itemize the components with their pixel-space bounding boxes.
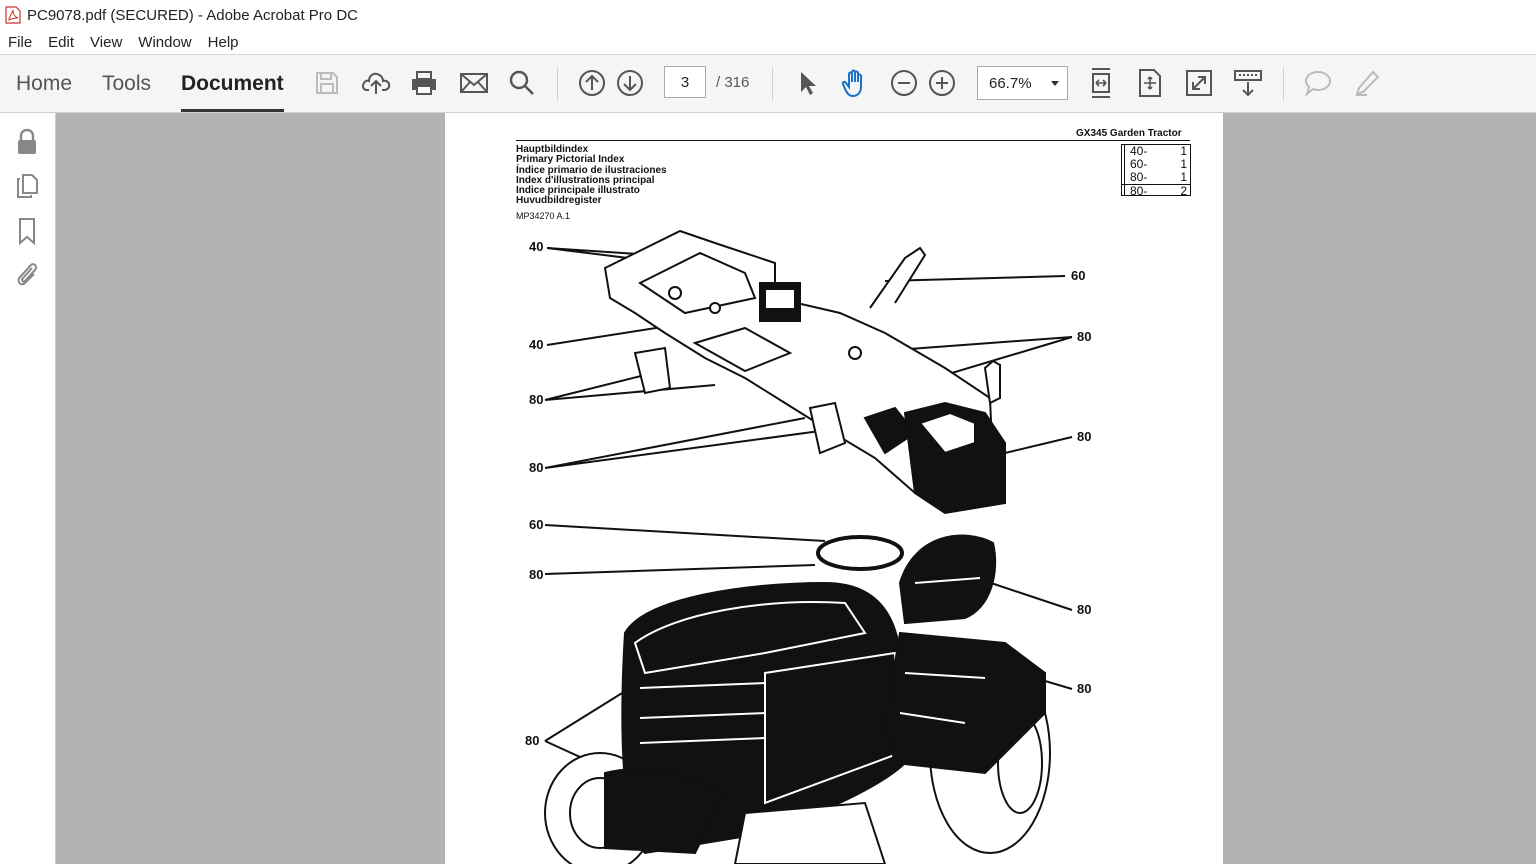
header-rule [516,140,1190,141]
callout-60: 60 [1071,268,1086,283]
pdf-page: GX345 Garden Tractor Hauptbildindex Prim… [445,113,1223,864]
fit-width-icon[interactable] [1086,68,1116,98]
fit-page-icon[interactable] [1135,68,1165,98]
figure-reference: MP34270 A.1 [516,211,571,221]
index-row[interactable]: 60- 1 [1122,158,1190,171]
menu-help[interactable]: Help [207,33,239,51]
index-title-it: Indice principale illustrato [516,185,640,197]
page-number-input[interactable]: 3 [664,66,706,98]
callout-40: 40 [529,239,544,254]
toolbar-separator [557,67,558,101]
document-viewer[interactable]: GX345 Garden Tractor Hauptbildindex Prim… [56,113,1536,864]
index-title-es: Índice primario de ilustraciones [516,164,667,176]
page-total: / 316 [716,74,750,91]
callout-80: 80 [525,733,540,748]
pen-icon[interactable] [1352,68,1382,98]
toolbar-separator [1283,67,1284,101]
index-title-block: Hauptbildindex Primary Pictorial Index Í… [516,144,667,207]
index-row[interactable]: 80- 1 [1122,171,1190,184]
menu-window[interactable]: Window [138,33,192,51]
index-section: 40- [1130,144,1148,158]
pdf-file-icon [5,6,21,24]
index-page: 1 [1180,170,1187,184]
frame-drawing [603,229,1006,515]
zoom-value: 66.7% [989,75,1032,92]
next-page-icon[interactable] [615,68,645,98]
callout-40: 40 [529,337,544,352]
zoom-select[interactable]: 66.7% [977,66,1068,100]
index-page: 2 [1180,184,1187,198]
index-row[interactable]: 40- 1 [1122,145,1190,158]
menu-bar: File Edit View Window Help [0,30,1536,55]
search-icon[interactable] [507,68,537,98]
callout-80: 80 [1077,329,1092,344]
tab-home[interactable]: Home [16,71,73,95]
callout-80: 80 [1077,429,1092,444]
comment-icon[interactable] [1303,68,1333,98]
index-row[interactable]: 80- 2 [1122,184,1190,198]
tab-tools[interactable]: Tools [102,71,152,95]
chevron-down-icon [1051,81,1059,86]
save-icon[interactable] [312,68,342,98]
email-icon[interactable] [459,68,489,98]
toolbar-separator [772,67,773,101]
hand-tool-icon[interactable] [840,68,870,98]
zoom-in-icon[interactable] [927,68,957,98]
index-page: 1 [1180,144,1187,158]
window-title: PC9078.pdf (SECURED) - Adobe Acrobat Pro… [27,6,358,24]
tab-document[interactable]: Document [181,55,284,112]
tractor-drawing [544,534,1051,864]
previous-page-icon[interactable] [577,68,607,98]
bookmark-icon[interactable] [13,217,41,245]
document-header-title: GX345 Garden Tractor [1076,128,1182,139]
index-section: 80- [1130,170,1148,184]
index-title-fr: Index d'illustrations principal [516,174,655,186]
print-icon[interactable] [409,68,439,98]
menu-file[interactable]: File [8,33,33,51]
index-section: 60- [1130,157,1148,171]
title-bar: PC9078.pdf (SECURED) - Adobe Acrobat Pro… [0,0,1536,30]
attachment-icon[interactable] [13,260,41,288]
callout-80: 80 [529,392,544,407]
section-index-table: 40- 1 60- 1 80- 1 80- 2 [1121,144,1191,198]
index-title-sv: Huvudbildregister [516,195,602,207]
table-divider [1124,145,1125,195]
zoom-out-icon[interactable] [889,68,919,98]
page-thumbnails-icon[interactable] [13,172,41,200]
index-title-en: Primary Pictorial Index [516,154,625,166]
menu-edit[interactable]: Edit [48,33,75,51]
callout-80: 80 [1077,602,1092,617]
index-section: 80- [1130,184,1148,198]
index-page: 1 [1180,157,1187,171]
left-navigation-panel [0,113,56,864]
tractor-illustration [544,229,1073,864]
main-toolbar: Home Tools Document [0,55,1536,113]
callout-80: 80 [529,460,544,475]
select-tool-icon[interactable] [792,68,822,98]
callout-60: 60 [529,517,544,532]
callout-80: 80 [529,567,544,582]
lock-icon[interactable] [13,128,41,156]
full-screen-icon[interactable] [1184,68,1214,98]
callout-80: 80 [1077,681,1092,696]
cloud-upload-icon[interactable] [361,68,391,98]
scroll-mode-icon[interactable] [1233,68,1263,98]
menu-view[interactable]: View [90,33,123,51]
index-title-de: Hauptbildindex [516,144,589,155]
